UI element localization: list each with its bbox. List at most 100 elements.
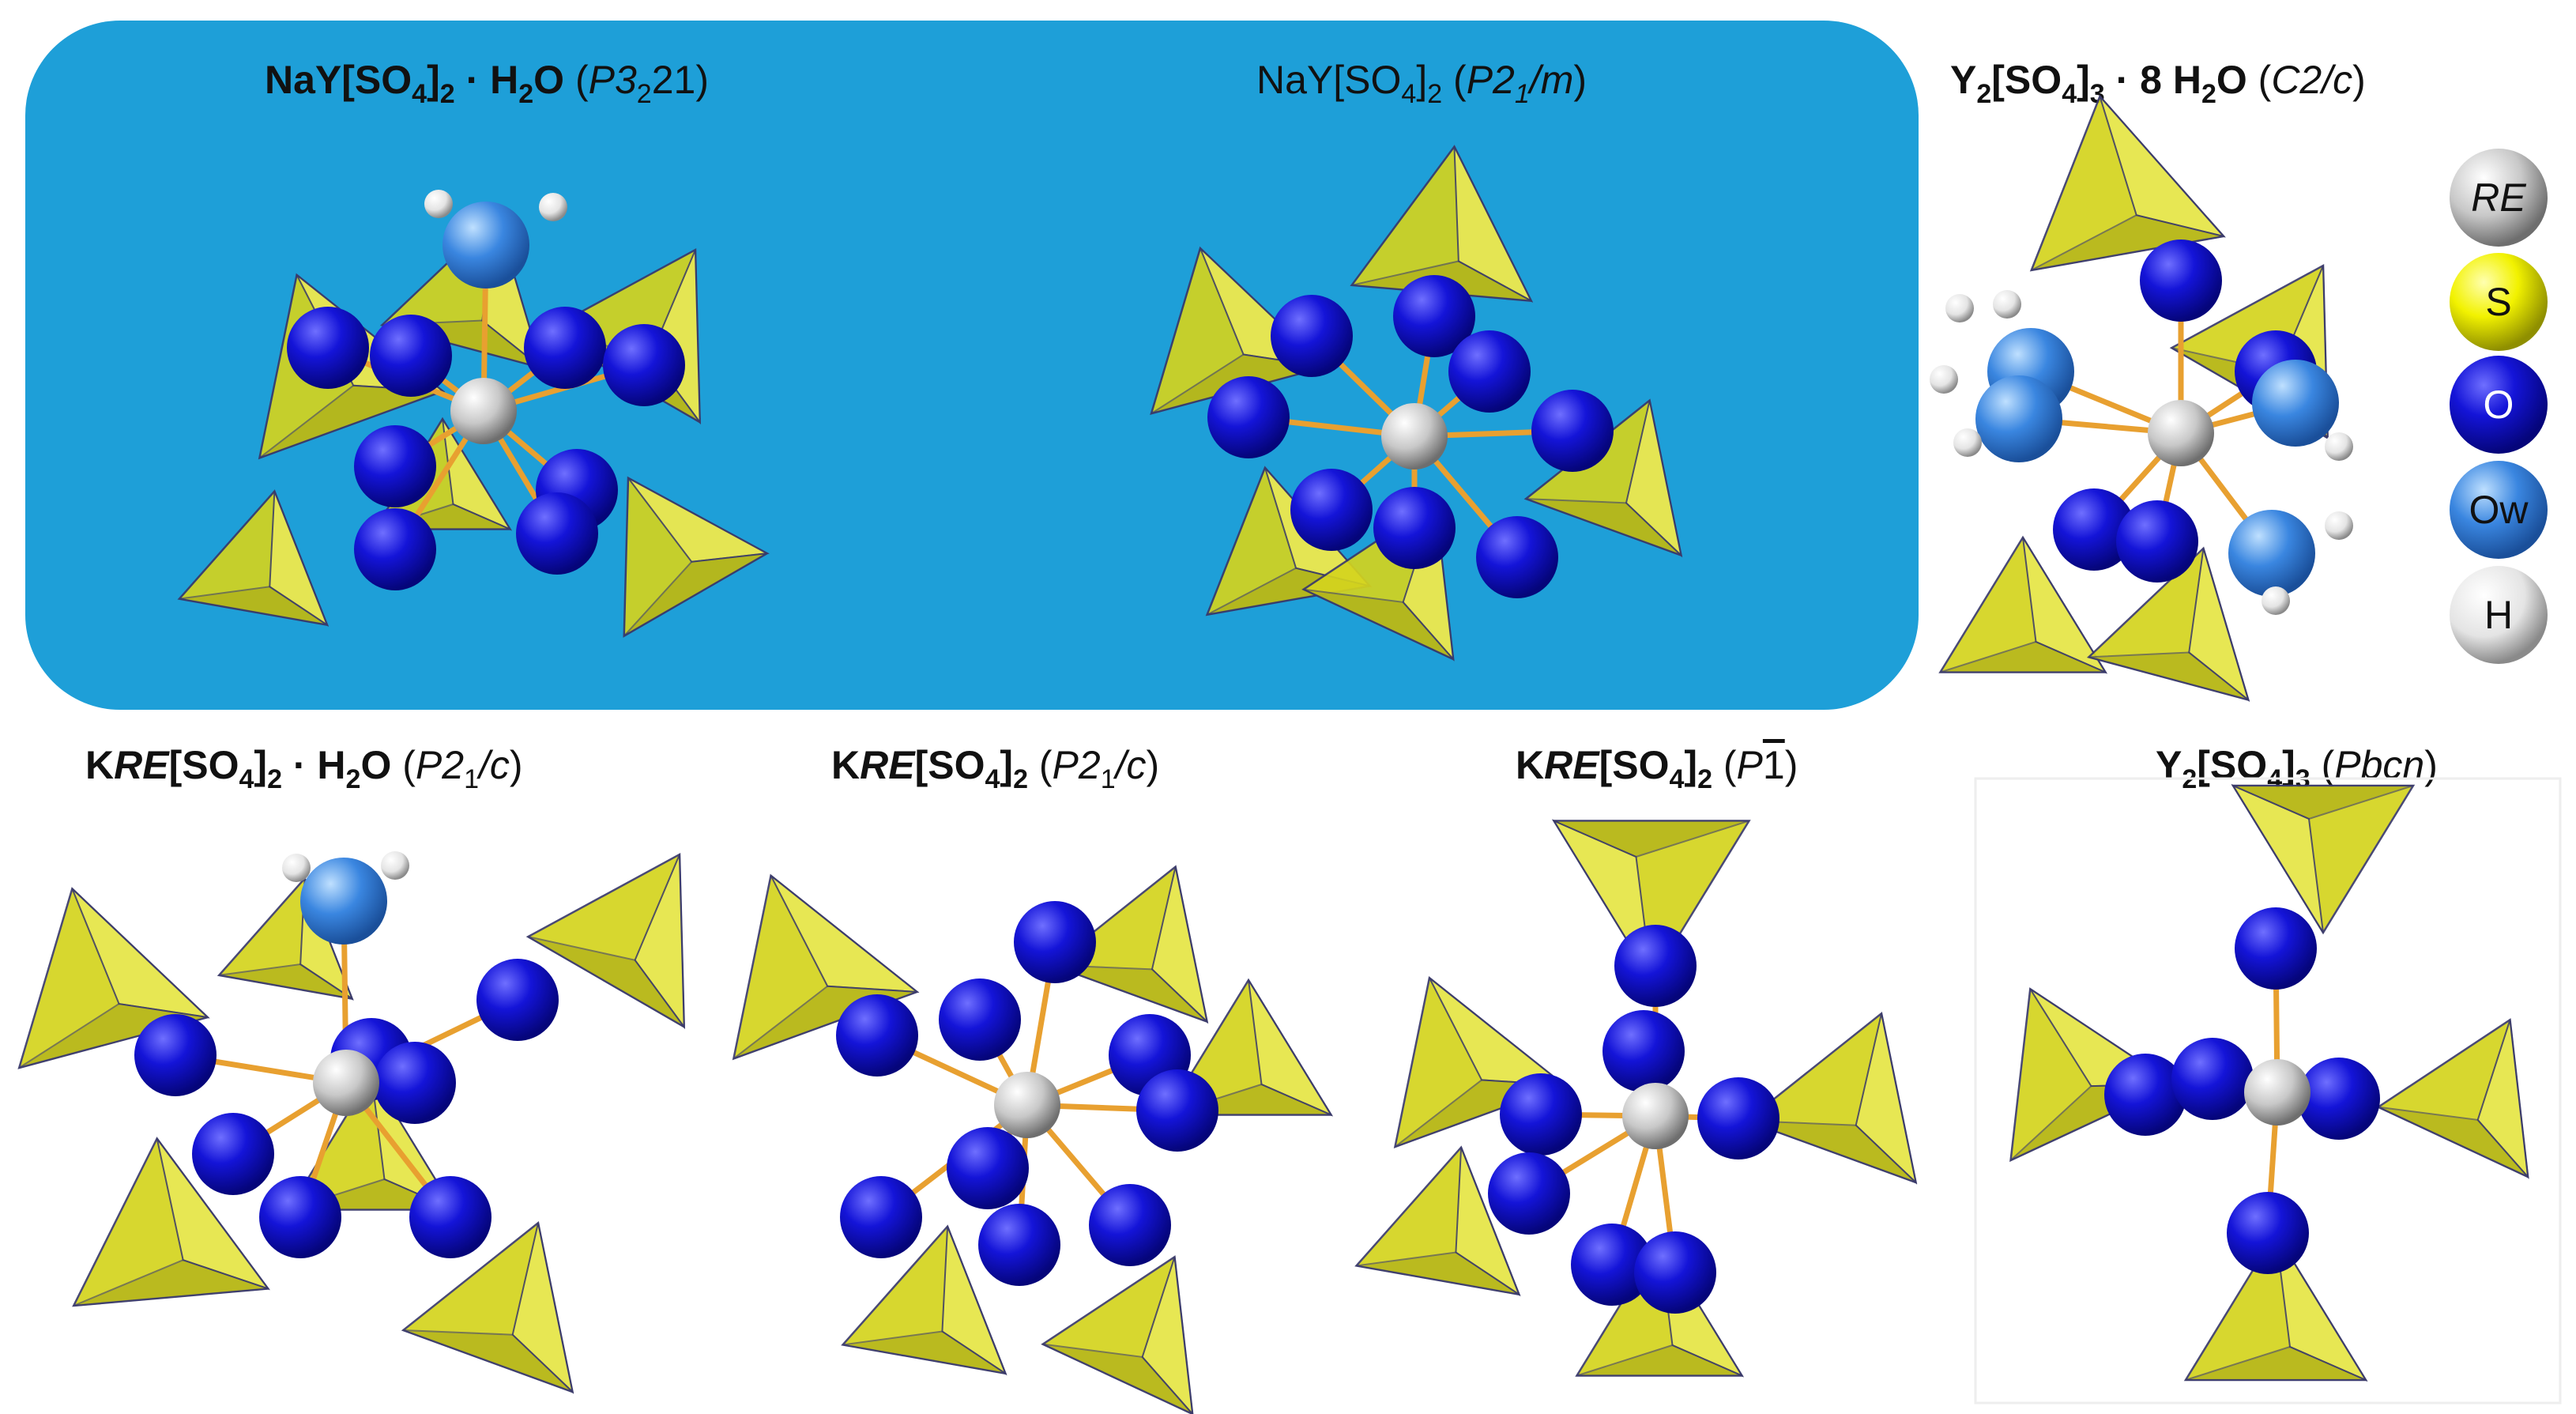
panel-title-1: NaY[SO4]2 · H2O (P3221) (265, 58, 709, 109)
sulfate-tetrahedron-face (1554, 820, 1749, 858)
hydrogen-atom (2262, 586, 2290, 615)
legend-sphere-ow (2450, 461, 2548, 559)
legend-sphere-o (2450, 356, 2548, 454)
oxygen-atom (1697, 1077, 1779, 1159)
sulfate-tetrahedron-face (1576, 1344, 1742, 1377)
sulfate-tetrahedron-face (1356, 1251, 1520, 1295)
panel-title-6: KRE[SO4]2 (P1) (1516, 743, 1798, 794)
oxygen-atom (1448, 330, 1531, 413)
atom-legend: RE S O Ow H (2450, 149, 2548, 664)
sulfate-tetrahedron-face (1042, 1343, 1193, 1414)
oxygen-atom (2227, 1192, 2309, 1274)
hydrogen-atom (1930, 365, 1958, 394)
oxygen-atom (836, 994, 918, 1077)
hydrogen-atom (1945, 294, 1974, 322)
panel-title-4: KRE[SO4]2 · H2O (P21/c) (85, 743, 523, 794)
sulfate-tetrahedron-face (623, 552, 768, 637)
oxygen-atom (1531, 390, 1614, 472)
oxygen-atom (354, 508, 436, 590)
oxygen-atom (354, 425, 436, 507)
legend-label-ow: Ow (2469, 488, 2529, 532)
molecule-layer (17, 94, 2529, 1414)
sulfate-tetrahedron-face (2185, 1345, 2367, 1381)
water-oxygen-atom (443, 202, 529, 288)
oxygen-atom (1290, 469, 1373, 551)
hydrogen-atom (1993, 290, 2021, 319)
legend-label-o: O (2484, 383, 2514, 427)
oxygen-atom (1634, 1231, 1716, 1314)
water-oxygen-atom (300, 858, 387, 945)
oxygen-atom (2053, 488, 2135, 571)
oxygen-atom (287, 307, 369, 389)
oxygen-atom (947, 1127, 1029, 1209)
sulfate-tetrahedron-face (1525, 498, 1682, 556)
hydrogen-atom (2325, 511, 2353, 540)
oxygen-atom (2235, 907, 2317, 990)
sulfate-tetrahedron-face (1940, 640, 2106, 673)
panel-title-3: Y2[SO4]3 · 8 H2O (C2/c) (1950, 58, 2366, 109)
panel-title-2: NaY[SO4]2 (P21/m) (1256, 58, 1587, 109)
sulfate-tetrahedron-face (2232, 785, 2414, 820)
oxygen-atom (1602, 1010, 1685, 1092)
rare-earth-atom (994, 1072, 1060, 1138)
oxygen-atom (1136, 1069, 1218, 1152)
oxygen-atom (1614, 925, 1697, 1007)
oxygen-atom (2140, 239, 2222, 322)
sulfate-tetrahedron-face (1303, 588, 1454, 660)
oxygen-atom (134, 1014, 217, 1096)
sulfate-tetrahedron-face (842, 1330, 1006, 1374)
oxygen-atom (374, 1042, 456, 1124)
sulfate-tetrahedron-face (2088, 651, 2249, 701)
oxygen-atom (476, 959, 559, 1041)
rare-earth-atom (450, 378, 517, 444)
water-oxygen-atom (1975, 375, 2062, 462)
hydrogen-atom (381, 851, 409, 880)
sulfate-tetrahedron-face (1746, 1120, 1917, 1183)
sulfate-tetrahedron-face (2031, 214, 2224, 271)
oxygen-atom (939, 978, 1021, 1061)
hydrogen-atom (1953, 428, 1982, 457)
oxygen-atom (259, 1176, 341, 1258)
rare-earth-atom (313, 1050, 379, 1116)
sulfate-tetrahedron-face (1051, 964, 1208, 1023)
legend-label-re: RE (2471, 175, 2526, 220)
sulfate-tetrahedron-face (527, 936, 685, 1028)
water-oxygen-atom (2252, 360, 2339, 447)
hydrogen-atom (539, 193, 567, 221)
oxygen-atom (1089, 1184, 1171, 1266)
oxygen-atom (409, 1176, 491, 1258)
panel-7-frame (1974, 777, 2562, 1405)
oxygen-atom (524, 307, 606, 389)
legend-sphere-s (2450, 253, 2548, 351)
oxygen-atom (1393, 275, 1475, 357)
rare-earth-atom (1381, 403, 1448, 469)
oxygen-atom (603, 324, 685, 406)
water-oxygen-atom (2228, 510, 2315, 597)
oxygen-atom (516, 492, 598, 575)
oxygen-atom (840, 1176, 922, 1258)
oxygen-atom (1271, 295, 1353, 377)
oxygen-atom (192, 1113, 274, 1195)
legend-label-s: S (2485, 280, 2511, 324)
legend-sphere-h (2450, 566, 2548, 664)
sulfate-tetrahedron-face (73, 1259, 269, 1307)
oxygen-atom (2298, 1058, 2380, 1140)
rare-earth-atom (2244, 1059, 2310, 1126)
oxygen-atom (978, 1204, 1060, 1286)
panel-title-5: KRE[SO4]2 (P21/c) (831, 743, 1159, 794)
sulfate-tetrahedron-face (402, 1329, 574, 1393)
rare-earth-atom (1622, 1083, 1689, 1149)
oxygen-atom (2116, 500, 2198, 583)
oxygen-atom (2104, 1054, 2186, 1136)
oxygen-atom (1373, 487, 1456, 569)
sulfate-tetrahedron-face (219, 963, 353, 1000)
legend-label-h: H (2484, 593, 2513, 637)
hydrogen-atom (282, 854, 311, 882)
oxygen-atom (1500, 1073, 1582, 1156)
oxygen-atom (1571, 1224, 1653, 1306)
hydrogen-atom (2325, 432, 2353, 461)
oxygen-atom (1476, 516, 1558, 598)
legend-sphere-re (2450, 149, 2548, 247)
oxygen-atom (1207, 376, 1290, 458)
